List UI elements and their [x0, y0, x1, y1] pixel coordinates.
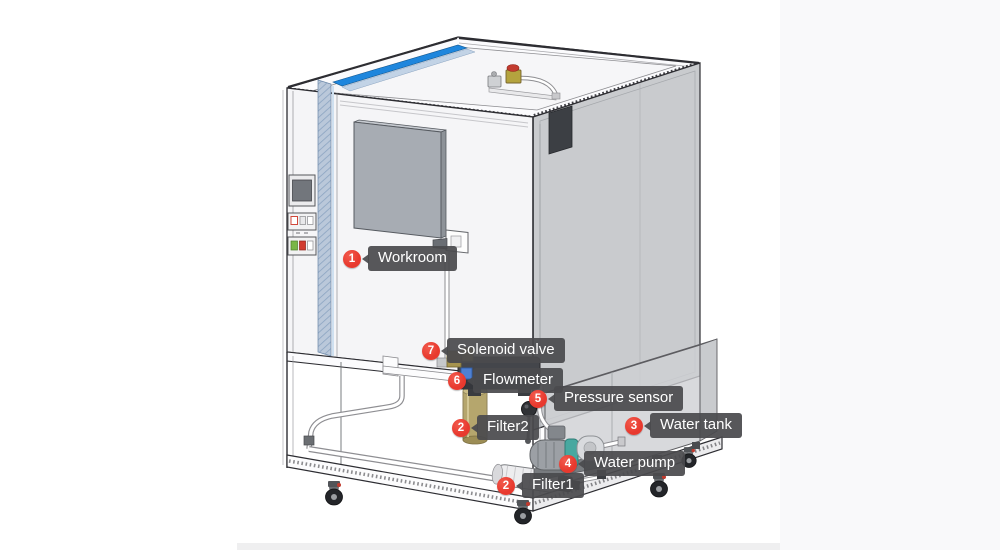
- caster-wheel: [514, 500, 532, 525]
- control-panel: [287, 174, 317, 256]
- blue-trim-strip: [332, 44, 476, 92]
- caster-wheel: [325, 481, 343, 506]
- door-seal-strip: [317, 79, 332, 357]
- caster-wheel: [681, 447, 697, 468]
- controller-display: [288, 174, 316, 207]
- instrument-module-2: [287, 236, 317, 256]
- instrument-module-1: [287, 212, 317, 231]
- vent-panel: [548, 105, 573, 155]
- water-pipes: [303, 376, 626, 486]
- section-divider-band: [237, 543, 780, 550]
- page-background-right: [780, 0, 1000, 550]
- top-valve-assembly: [487, 64, 561, 101]
- viewing-window: [353, 119, 447, 239]
- caster-wheel: [650, 473, 668, 498]
